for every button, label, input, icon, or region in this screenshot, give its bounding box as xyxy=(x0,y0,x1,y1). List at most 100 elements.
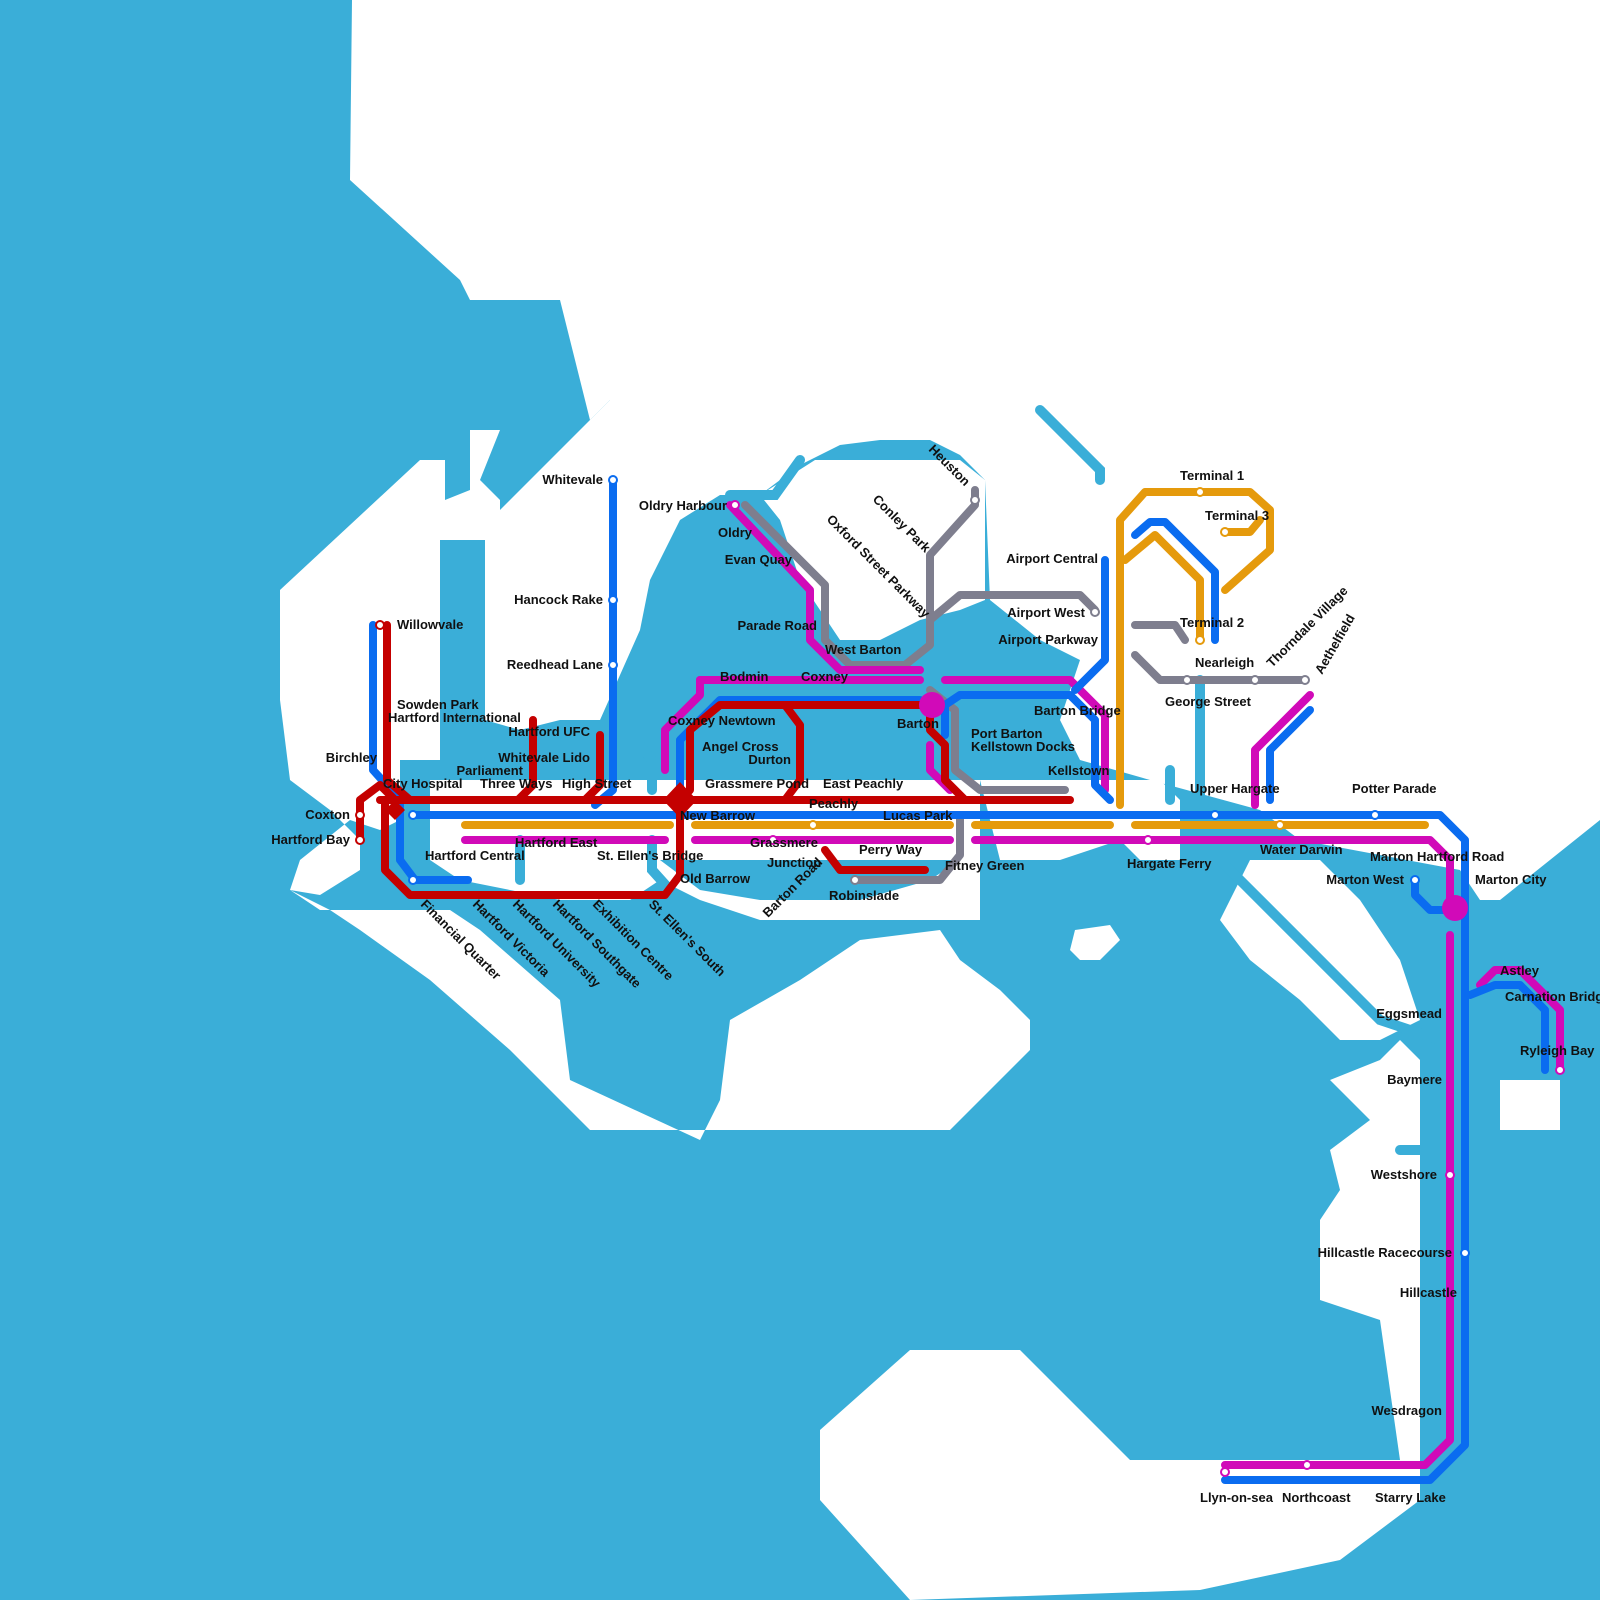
station-label[interactable]: Wesdragon xyxy=(1371,1403,1442,1418)
station-marker-upper-hargate[interactable] xyxy=(1210,810,1220,820)
station-label[interactable]: Angel Cross xyxy=(702,739,779,754)
station-marker-hillcastle-racecourse[interactable] xyxy=(1460,1248,1470,1258)
station-label[interactable]: Grassmere Pond xyxy=(705,776,809,791)
station-marker-grassmere[interactable] xyxy=(768,835,778,845)
station-marker-willowvale[interactable] xyxy=(375,620,385,630)
station-label[interactable]: George Street xyxy=(1165,694,1252,709)
station-marker-hartford-bay[interactable] xyxy=(355,835,365,845)
station-label[interactable]: Evan Quay xyxy=(725,552,793,567)
station-label[interactable]: Starry Lake xyxy=(1375,1490,1446,1505)
station-label[interactable]: Whitevale Lido xyxy=(498,750,590,765)
station-marker-whitevale[interactable] xyxy=(608,475,618,485)
station-marker-hartford-central[interactable] xyxy=(408,875,418,885)
station-label[interactable]: Oldry Harbour xyxy=(639,498,727,513)
station-label[interactable]: Hartford East xyxy=(515,835,598,850)
station-marker-terminal-1[interactable] xyxy=(1195,487,1205,497)
interchange-new-barrow[interactable] xyxy=(663,782,697,818)
station-label[interactable]: Hartford Central xyxy=(425,848,525,863)
station-label[interactable]: Kellstown xyxy=(1048,763,1109,778)
station-label[interactable]: Junction xyxy=(767,855,821,870)
station-label[interactable]: Whitevale xyxy=(542,472,603,487)
station-label[interactable]: Upper Hargate xyxy=(1190,781,1280,796)
station-label[interactable]: Airport West xyxy=(1007,605,1085,620)
station-marker-potter-parade[interactable] xyxy=(1370,810,1380,820)
station-label[interactable]: Hillcastle Racecourse xyxy=(1318,1245,1452,1260)
station-label[interactable]: Oldry xyxy=(718,525,753,540)
station-label[interactable]: Kellstown Docks xyxy=(971,739,1075,754)
station-label[interactable]: Peachly xyxy=(809,796,859,811)
station-label[interactable]: Airport Parkway xyxy=(998,632,1098,647)
station-label[interactable]: High Street xyxy=(562,776,632,791)
station-label[interactable]: Port Barton xyxy=(971,726,1043,741)
station-label[interactable]: Robinslade xyxy=(829,888,899,903)
station-marker-reedhead-lane[interactable] xyxy=(608,660,618,670)
station-marker-westshore[interactable] xyxy=(1445,1170,1455,1180)
station-label[interactable]: West Barton xyxy=(825,642,901,657)
station-marker-thorndale-village[interactable] xyxy=(1250,675,1260,685)
station-marker-marton-west[interactable] xyxy=(1410,875,1420,885)
station-label[interactable]: Baymere xyxy=(1387,1072,1442,1087)
station-marker-heuston[interactable] xyxy=(970,495,980,505)
station-marker-coxton[interactable] xyxy=(355,810,365,820)
station-label[interactable]: Old Barrow xyxy=(680,871,751,886)
station-marker-robinslade[interactable] xyxy=(850,875,860,885)
station-label[interactable]: Airport Central xyxy=(1006,551,1098,566)
station-label[interactable]: Parliament xyxy=(457,763,524,778)
station-marker-hargate-ferry[interactable] xyxy=(1143,835,1153,845)
station-marker-water-darwin[interactable] xyxy=(1275,820,1285,830)
station-marker-aethelfield[interactable] xyxy=(1300,675,1310,685)
station-label[interactable]: Grassmere xyxy=(750,835,818,850)
station-marker-airport-west[interactable] xyxy=(1090,607,1100,617)
station-label[interactable]: Lucas Park xyxy=(883,808,953,823)
station-label[interactable]: Willowvale xyxy=(397,617,463,632)
station-label[interactable]: Coxney Newtown xyxy=(668,713,776,728)
station-marker-oldry-harbour[interactable] xyxy=(730,500,740,510)
station-label[interactable]: Sowden Park xyxy=(397,697,479,712)
station-marker-terminal-2[interactable] xyxy=(1195,635,1205,645)
station-marker-nearleigh[interactable] xyxy=(1182,675,1192,685)
station-label[interactable]: New Barrow xyxy=(680,808,756,823)
station-label[interactable]: Bodmin xyxy=(720,669,768,684)
station-label[interactable]: Barton xyxy=(897,716,939,731)
station-label[interactable]: Terminal 3 xyxy=(1205,508,1269,523)
station-label[interactable]: Hartford Bay xyxy=(271,832,351,847)
station-label[interactable]: Marton West xyxy=(1326,872,1404,887)
station-label[interactable]: St. Ellen's Bridge xyxy=(597,848,703,863)
station-label[interactable]: Perry Way xyxy=(859,842,923,857)
station-label[interactable]: Astley xyxy=(1500,963,1540,978)
station-label[interactable]: Reedhead Lane xyxy=(507,657,603,672)
station-marker-terminal-3[interactable] xyxy=(1220,527,1230,537)
station-label[interactable]: Westshore xyxy=(1371,1167,1437,1182)
station-marker-llyn-on-sea[interactable] xyxy=(1220,1467,1230,1477)
station-label[interactable]: Hartford International xyxy=(388,710,521,725)
station-label[interactable]: Hargate Ferry xyxy=(1127,856,1212,871)
station-label[interactable]: Nearleigh xyxy=(1195,655,1254,670)
station-label[interactable]: Three Ways xyxy=(480,776,553,791)
station-label[interactable]: Parade Road xyxy=(738,618,818,633)
station-label[interactable]: Coxton xyxy=(305,807,350,822)
station-marker-lucas-park[interactable] xyxy=(808,820,818,830)
station-label[interactable]: City Hospital xyxy=(383,776,462,791)
station-label[interactable]: Ryleigh Bay xyxy=(1520,1043,1595,1058)
station-label[interactable]: Marton City xyxy=(1475,872,1547,887)
station-marker-northcoast[interactable] xyxy=(1302,1460,1312,1470)
station-label[interactable]: East Peachly xyxy=(823,776,904,791)
station-label[interactable]: Durton xyxy=(748,752,791,767)
station-label[interactable]: Potter Parade xyxy=(1352,781,1437,796)
station-label[interactable]: Fitney Green xyxy=(945,858,1025,873)
station-label[interactable]: Barton Bridge xyxy=(1034,703,1121,718)
station-marker-city-hospital[interactable] xyxy=(408,810,418,820)
station-label[interactable]: Birchley xyxy=(326,750,378,765)
station-label[interactable]: Northcoast xyxy=(1282,1490,1351,1505)
station-label[interactable]: Eggsmead xyxy=(1376,1006,1442,1021)
station-marker-ryleigh-bay[interactable] xyxy=(1555,1065,1565,1075)
station-label[interactable]: Hillcastle xyxy=(1400,1285,1457,1300)
station-label[interactable]: Marton Hartford Road xyxy=(1370,849,1504,864)
station-marker-hancock-rake[interactable] xyxy=(608,595,618,605)
station-label[interactable]: Terminal 2 xyxy=(1180,615,1244,630)
station-label[interactable]: Terminal 1 xyxy=(1180,468,1244,483)
station-label[interactable]: Hancock Rake xyxy=(514,592,603,607)
station-label[interactable]: Carnation Bridge xyxy=(1505,989,1600,1004)
interchange-city-hospital[interactable] xyxy=(385,800,405,820)
station-label[interactable]: Coxney xyxy=(801,669,849,684)
